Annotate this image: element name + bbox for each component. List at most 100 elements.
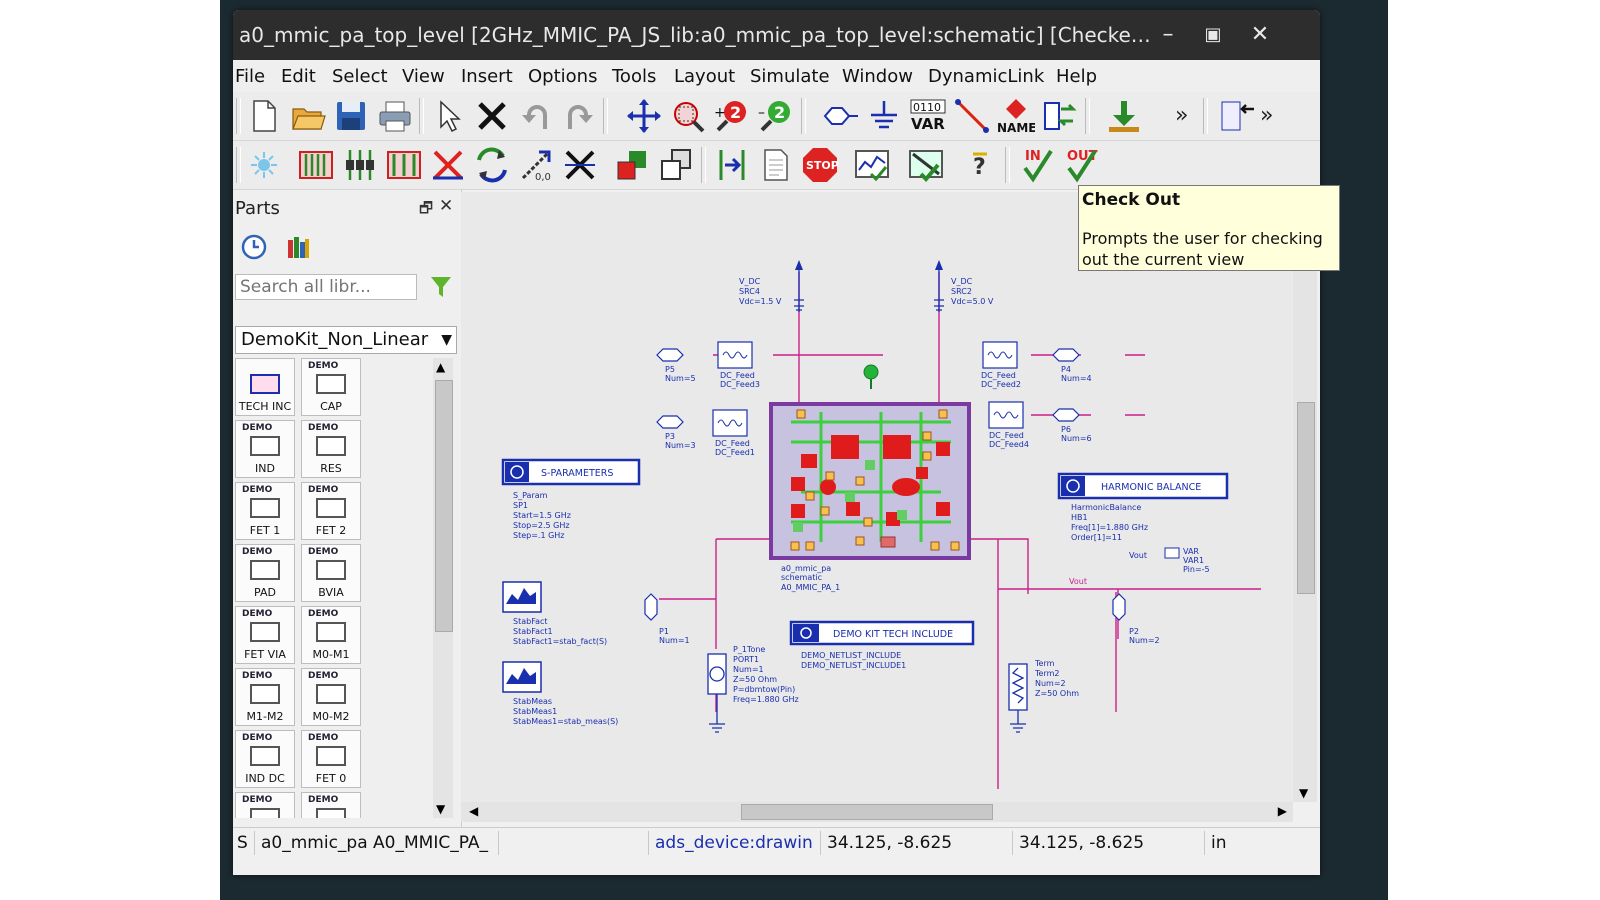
delete-icon[interactable] [473, 97, 511, 135]
back-annotate-icon[interactable] [1218, 97, 1256, 135]
help-icon[interactable]: ? [961, 146, 999, 184]
menu-select[interactable]: Select [332, 66, 388, 87]
library-books-icon[interactable] [285, 234, 311, 260]
menu-window[interactable]: Window [842, 66, 913, 87]
menu-file[interactable]: File [235, 66, 266, 87]
minimize-button[interactable]: – [1162, 22, 1174, 47]
scroll-down-icon[interactable]: ▼ [1299, 786, 1309, 800]
simulate-display-icon[interactable] [853, 146, 891, 184]
canvas-horizontal-scrollbar[interactable]: ◀ ▶ [461, 802, 1293, 822]
parts-search-input[interactable] [235, 274, 417, 300]
netlist-icon[interactable] [757, 146, 795, 184]
zoom-in-icon[interactable]: 2+ [713, 97, 751, 135]
recent-clock-icon[interactable] [241, 234, 267, 260]
toolbar-grip[interactable] [801, 98, 806, 134]
status-layer[interactable]: ads_device:drawin [651, 831, 821, 855]
menu-insert[interactable]: Insert [461, 66, 513, 87]
part-item[interactable]: DEMO [301, 792, 361, 818]
menu-help[interactable]: Help [1056, 66, 1098, 87]
rotate-icon[interactable]: 0,0 [517, 146, 555, 184]
pin-group-icon[interactable] [341, 146, 379, 184]
toolbar-grip[interactable] [1005, 147, 1010, 183]
toolbar-grip[interactable] [701, 147, 706, 183]
download-icon[interactable] [1105, 97, 1143, 135]
toolbar-grip[interactable] [1203, 98, 1208, 134]
push-hierarchy-icon[interactable] [1041, 97, 1079, 135]
redo-icon[interactable] [560, 97, 598, 135]
menu-edit[interactable]: Edit [281, 66, 316, 87]
new-file-icon[interactable] [245, 97, 283, 135]
zoom-area-icon[interactable] [669, 97, 707, 135]
toolbar-overflow-icon-2[interactable]: » [1260, 103, 1274, 128]
undo-icon[interactable] [517, 97, 555, 135]
scroll-up-icon[interactable]: ▲ [436, 360, 446, 374]
part-item[interactable]: TECH INC [235, 358, 295, 416]
name-icon[interactable]: NAME [997, 97, 1036, 135]
toolbar-grip[interactable] [1085, 98, 1090, 134]
ground-icon[interactable] [865, 97, 903, 135]
menu-view[interactable]: View [402, 66, 445, 87]
term2-icon[interactable] [1008, 663, 1028, 733]
menu-simulate[interactable]: Simulate [750, 66, 830, 87]
scroll-left-icon[interactable]: ◀ [469, 804, 479, 818]
mmic-chip-symbol[interactable] [769, 402, 971, 560]
canvas-vscroll-thumb[interactable] [1297, 402, 1315, 594]
highlight-icon[interactable] [245, 146, 283, 184]
duplicate-icon[interactable] [657, 146, 695, 184]
wire-icon[interactable] [953, 97, 991, 135]
check-out-icon[interactable]: OUT [1063, 146, 1101, 184]
port-icon[interactable] [821, 97, 859, 135]
s-parameters-block[interactable]: S-PARAMETERS [501, 458, 641, 486]
toolbar-grip[interactable] [419, 98, 424, 134]
menu-dynamiclink[interactable]: DynamicLink [928, 66, 1045, 87]
schematic-canvas[interactable]: V_DC SRC4 Vdc=1.5 V V_DC SRC2 Vdc=5.0 V [461, 192, 1293, 802]
canvas-vertical-scrollbar[interactable]: ▼ [1293, 192, 1317, 802]
part-item[interactable]: DEMO [235, 792, 295, 818]
menu-layout[interactable]: Layout [674, 66, 736, 87]
toolbar-grip[interactable] [236, 147, 241, 183]
toolbar-grip[interactable] [603, 98, 608, 134]
print-icon[interactable] [376, 97, 414, 135]
toolbar-overflow-icon[interactable]: » [1175, 103, 1189, 128]
probe-marker-icon[interactable] [863, 364, 879, 380]
cut-wire-icon[interactable] [561, 146, 599, 184]
zoom-out-icon[interactable]: 2– [757, 97, 795, 135]
scroll-down-icon[interactable]: ▼ [436, 802, 446, 816]
pin-icon[interactable] [713, 146, 751, 184]
swap-icon[interactable] [473, 146, 511, 184]
open-folder-icon[interactable] [289, 97, 327, 135]
close-button[interactable]: ✕ [1250, 22, 1270, 47]
parts-scroll-thumb[interactable] [435, 380, 453, 632]
port1-source-icon[interactable] [707, 653, 727, 733]
stabmeas-block[interactable] [502, 661, 542, 693]
stabfact-block[interactable] [502, 581, 542, 613]
toolbar-grip[interactable] [236, 98, 241, 134]
menu-options[interactable]: Options [528, 66, 598, 87]
filter-icon[interactable] [429, 274, 453, 300]
select-pointer-icon[interactable] [429, 97, 467, 135]
bus-icon[interactable] [385, 146, 423, 184]
harmonic-balance-block[interactable]: HARMONIC BALANCE [1057, 472, 1229, 500]
close-panel-icon[interactable]: ✕ [439, 196, 454, 216]
tune-icon[interactable] [907, 146, 945, 184]
menu-tools[interactable]: Tools [612, 66, 657, 87]
deactivate-icon[interactable] [429, 146, 467, 184]
demo-kit-block[interactable]: DEMO KIT TECH INCLUDE [789, 620, 975, 646]
library-select[interactable]: DemoKit_Non_Linear▼ [235, 326, 457, 354]
parts-scrollbar[interactable]: ▲ ▼ [433, 358, 453, 818]
var-component-icon[interactable] [1164, 547, 1180, 559]
